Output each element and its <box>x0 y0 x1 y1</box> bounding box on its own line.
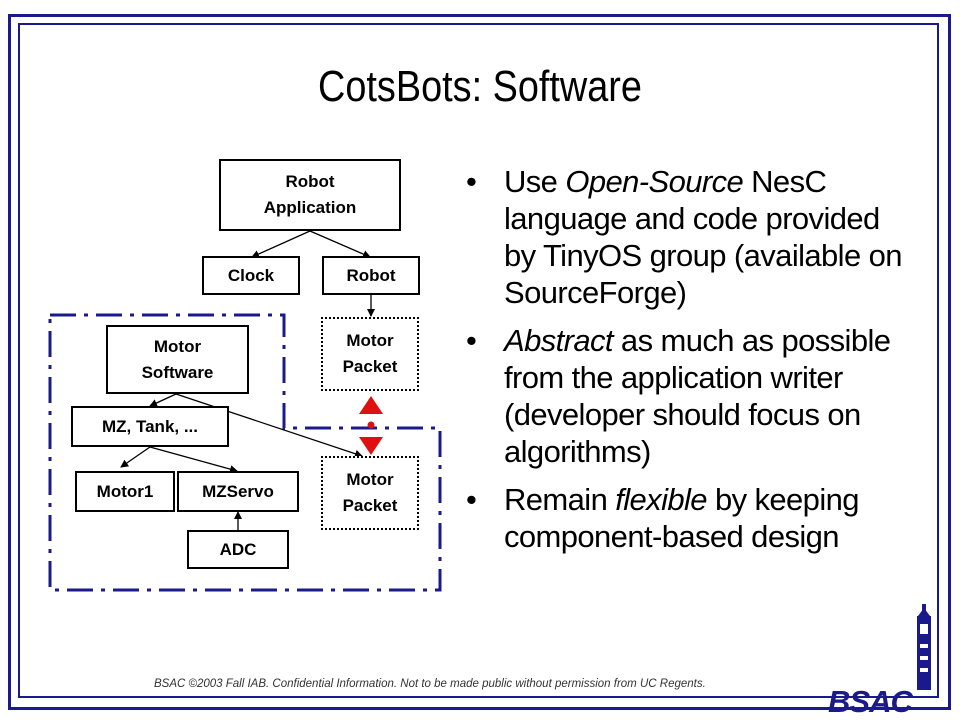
red-arrow-up <box>359 396 383 414</box>
motor1-box: Motor1 <box>75 471 175 512</box>
bullet-item: Use Open-Source NesC language and code p… <box>466 163 916 311</box>
bullet-list: Use Open-Source NesC language and code p… <box>466 163 916 566</box>
robot-box: Robot <box>322 256 420 295</box>
mz-tank-box: MZ, Tank, ... <box>71 406 229 447</box>
bullet-text: Remain <box>504 482 616 517</box>
red-arrow-down <box>359 437 383 455</box>
edge-mz-motor1 <box>120 446 151 468</box>
bullet-text: by keeping component-based design <box>504 482 860 554</box>
bullet-emphasis: flexible <box>615 482 707 517</box>
bullet-text: NesC language and code provided by TinyO… <box>504 164 903 310</box>
module-boundary <box>48 313 442 592</box>
slide-title: CotsBots: Software <box>318 62 642 111</box>
edge-software-mz <box>149 393 177 407</box>
footer-confidential: BSAC ©2003 Fall IAB. Confidential Inform… <box>154 678 706 690</box>
edge-app-clock <box>251 230 311 258</box>
campanile-tower-icon <box>917 604 931 690</box>
red-dot <box>367 421 375 429</box>
bullet-text: as much as possible from the application… <box>504 323 891 469</box>
bullet-item: Remain flexible by keeping component-bas… <box>466 481 916 555</box>
bullet-emphasis: Open-Source <box>565 164 744 199</box>
motor-packet-bottom-box: Motor Packet <box>321 456 419 530</box>
mzservo-box: MZServo <box>177 471 299 512</box>
bullet-text: Use <box>504 164 566 199</box>
clock-box: Clock <box>202 256 300 295</box>
bsac-logo: BSAC <box>828 684 913 719</box>
inner-border <box>18 23 939 698</box>
edge-app-robot <box>309 230 371 258</box>
adc-box: ADC <box>187 530 289 569</box>
bullet-item: Abstract as much as possible from the ap… <box>466 322 916 470</box>
outer-border <box>8 14 951 710</box>
motor-software-box: Motor Software <box>106 325 249 394</box>
robot-application-box: Robot Application <box>219 159 401 231</box>
edge-mz-mzservo <box>149 446 238 473</box>
bullet-emphasis: Abstract <box>504 323 614 358</box>
edge-software-packet <box>175 393 363 458</box>
motor-packet-top-box: Motor Packet <box>321 317 419 391</box>
